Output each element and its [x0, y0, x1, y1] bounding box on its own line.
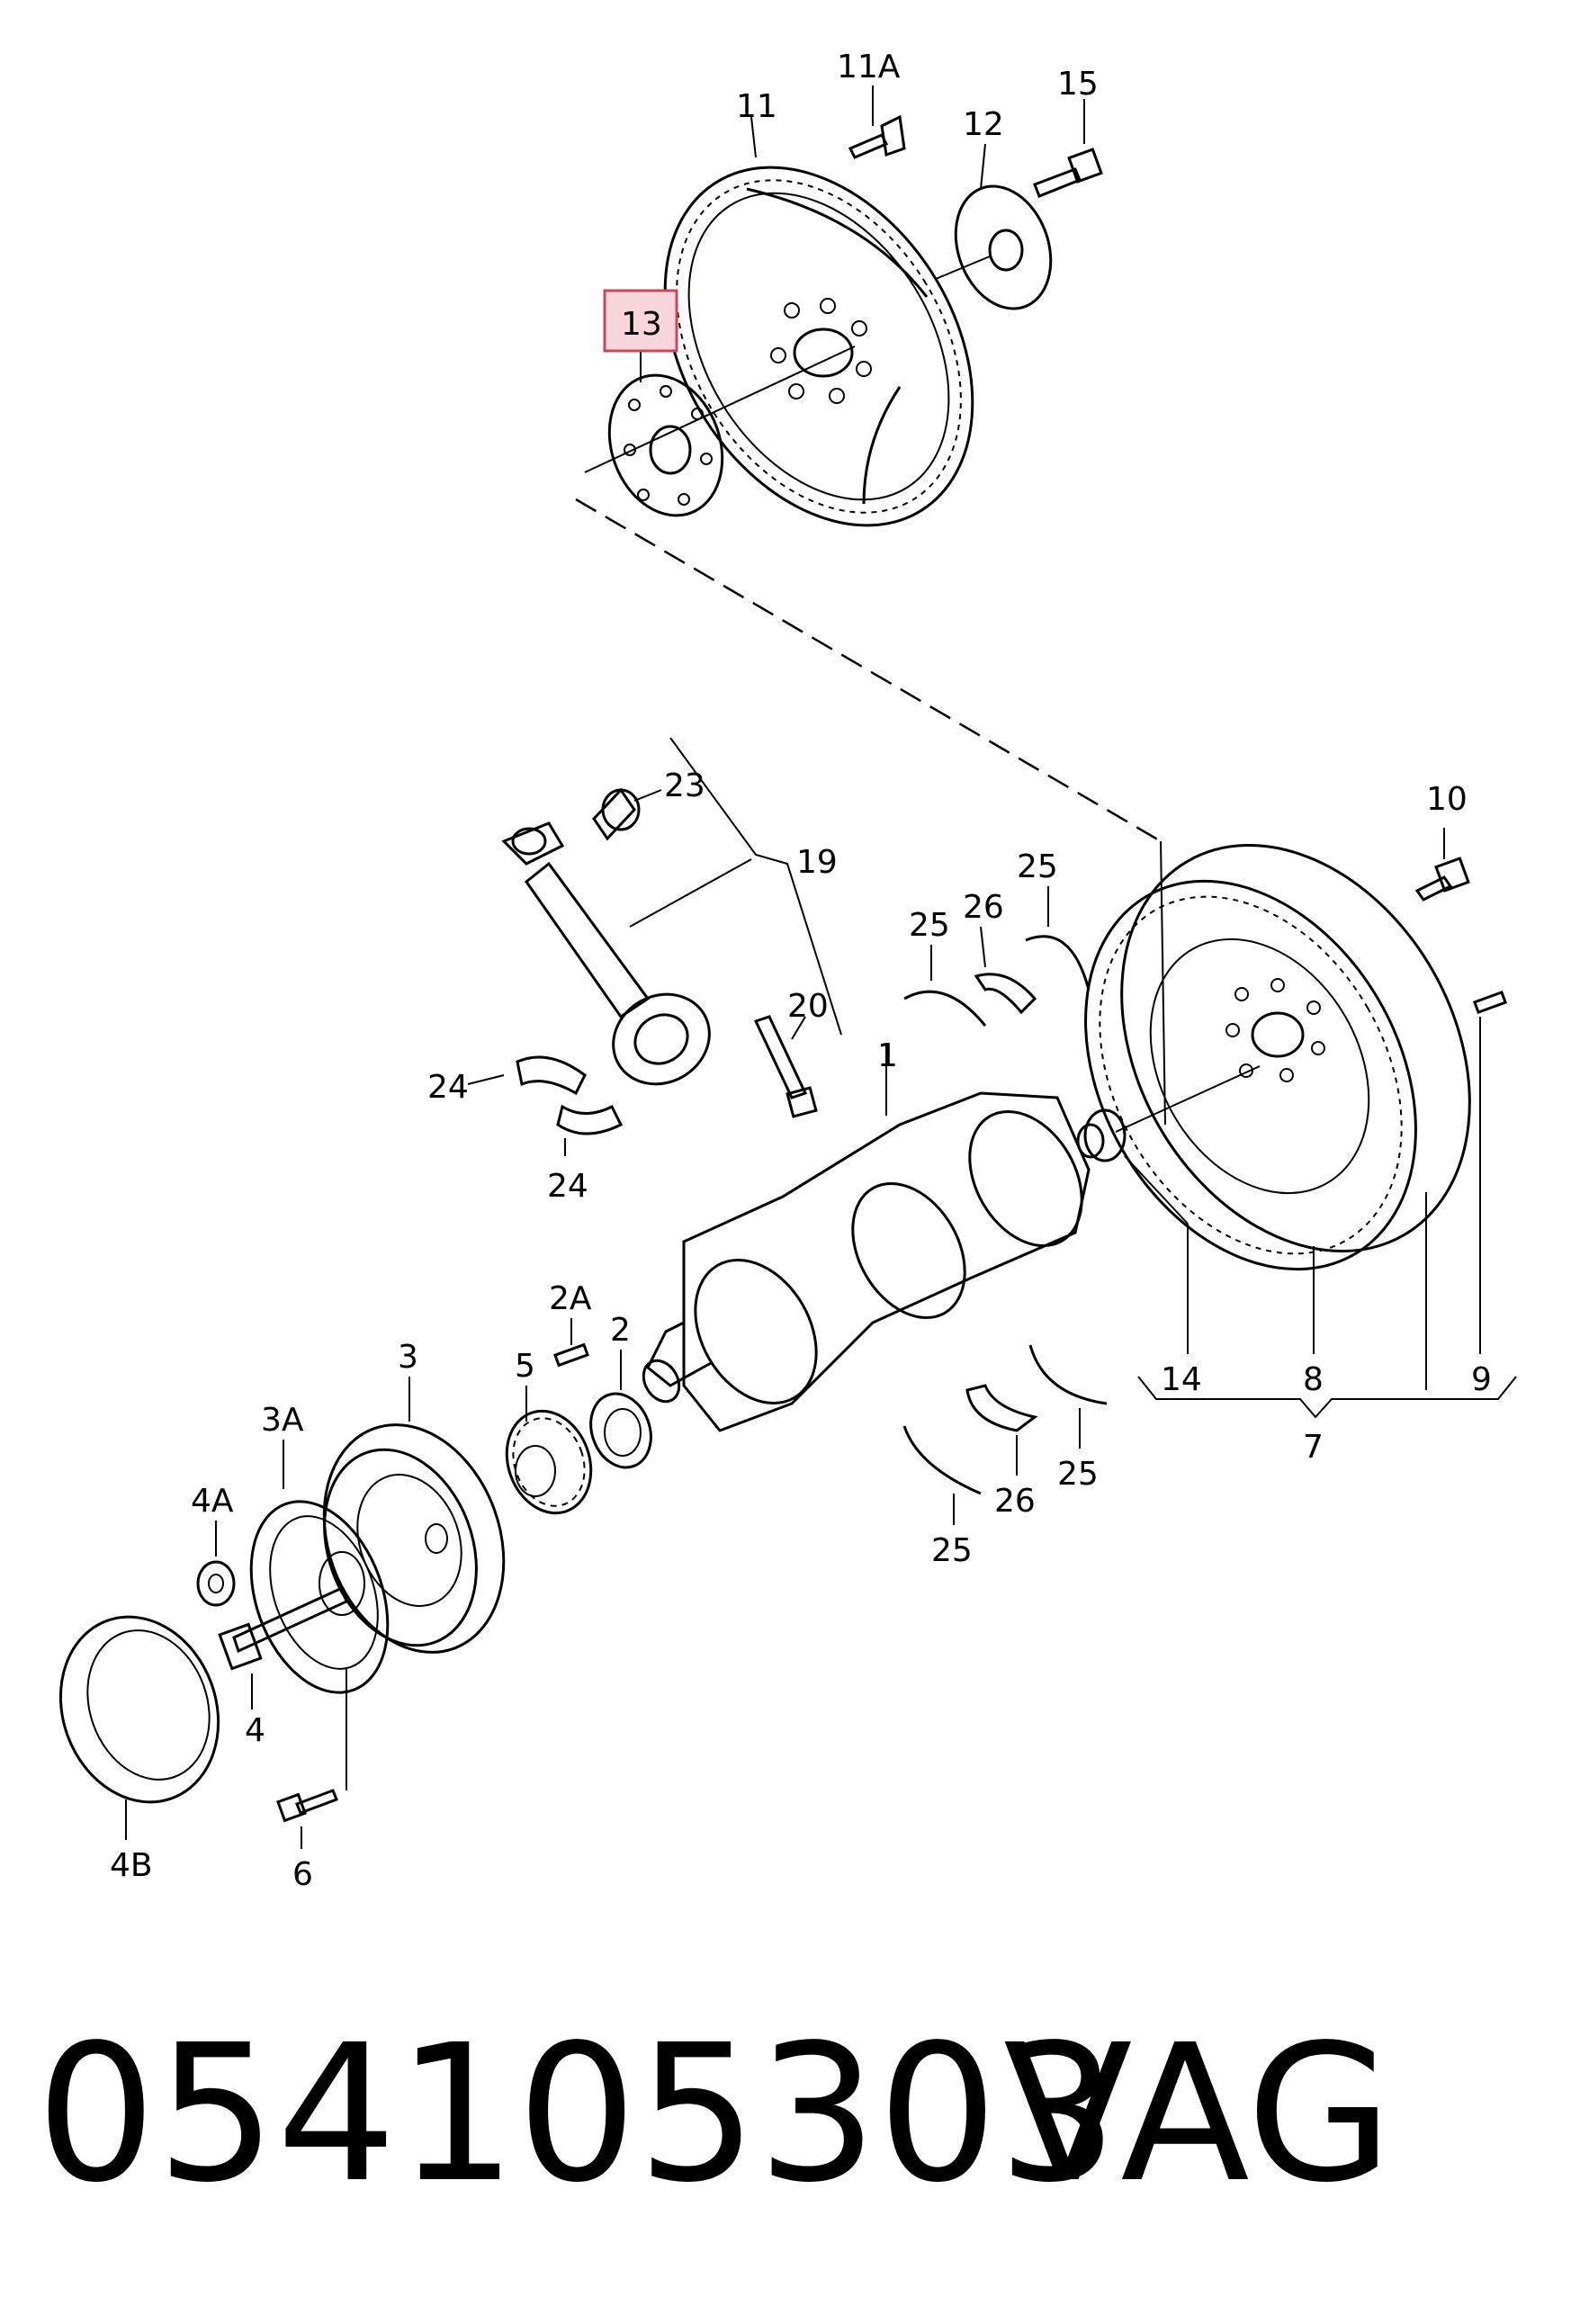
label-26-upper: 26: [963, 889, 1004, 926]
bearing-shell-24-lower: [556, 1104, 624, 1135]
label-19: 19: [796, 844, 838, 881]
label-4B: 4B: [110, 1847, 153, 1884]
bolt-11A: [848, 133, 889, 159]
label-11A: 11A: [837, 49, 901, 85]
label-11: 11: [736, 88, 777, 125]
label-23: 23: [664, 767, 705, 804]
ring-gear-teeth: [676, 179, 962, 514]
label-7: 7: [1303, 1429, 1324, 1466]
label-14: 14: [1161, 1361, 1202, 1398]
crankshaft-web-front: [694, 1259, 818, 1404]
label-9: 9: [1471, 1361, 1492, 1398]
highlight-box-13: [603, 289, 678, 353]
bushing-4A: [196, 1560, 236, 1607]
label-2A: 2A: [549, 1280, 592, 1317]
label-4A: 4A: [191, 1483, 234, 1520]
part-number: 054105303: [36, 2004, 1118, 2224]
thrust-washer-25-b: [1025, 935, 1091, 991]
conrod-bolt-20: [753, 1015, 808, 1099]
thrust-washer-25-c: [902, 1425, 982, 1495]
bolt-10: [1414, 875, 1453, 902]
bolt-6: [295, 1789, 338, 1815]
brand-name: VAG: [1003, 2004, 1393, 2224]
label-25-lower-right: 25: [1057, 1456, 1099, 1493]
needle-bearing-14: [1083, 1108, 1127, 1162]
thrust-washers-upper: [903, 886, 1091, 1027]
crankshaft-group: [642, 1044, 1091, 1432]
callout-labels: 11A 11 15 12 13 10 23 19 25 26 25 20 1 2…: [110, 49, 1492, 1893]
label-5: 5: [515, 1348, 535, 1385]
clamping-plate-12: [954, 184, 1053, 310]
conrod-shank: [524, 861, 651, 1019]
dowel-pin-9: [1472, 990, 1508, 1015]
label-1: 1: [877, 1037, 898, 1074]
crank-sprocket-5: [505, 1409, 593, 1515]
connecting-rod-group: [467, 737, 842, 1156]
label-20: 20: [787, 988, 829, 1025]
label-3A: 3A: [261, 1402, 304, 1439]
label-4: 4: [245, 1712, 265, 1749]
bolt-15: [1033, 167, 1082, 198]
drive-plate-outer: [663, 166, 974, 527]
pin-2A: [553, 1342, 589, 1368]
flywheel-outer: [1120, 843, 1471, 1253]
cover-cap-4B: [58, 1615, 220, 1804]
bearing-shell-24-upper: [516, 1055, 587, 1096]
label-25-upper-right: 25: [1017, 848, 1058, 885]
thrust-washers-lower: [902, 1344, 1108, 1525]
drive-plate-cutout-lower: [862, 386, 902, 505]
crankshaft-web-rear: [968, 1109, 1083, 1248]
crankshaft-body: [682, 1091, 1091, 1432]
label-25-lower-left: 25: [931, 1532, 973, 1569]
crankshaft-nose: [646, 1321, 712, 1387]
belt-pulley-3A: [249, 1500, 390, 1694]
label-26-lower: 26: [994, 1483, 1036, 1520]
drive-plate-cutout-upper: [746, 187, 929, 298]
label-3: 3: [398, 1339, 418, 1376]
flywheel-hub: [1251, 1011, 1305, 1058]
pulley-group: [58, 1318, 652, 1849]
label-8: 8: [1303, 1361, 1324, 1398]
flywheel-group: [1076, 828, 1517, 1419]
label-24-bottom: 24: [547, 1168, 588, 1205]
thrust-bearing-26-b: [965, 1384, 1038, 1432]
conrod-big-end: [612, 992, 711, 1086]
label-2: 2: [610, 1312, 631, 1349]
label-6: 6: [292, 1856, 313, 1893]
label-24-left: 24: [427, 1069, 469, 1106]
vibration-damper-3: [322, 1423, 506, 1654]
central-bolt-4: [232, 1585, 348, 1654]
label-12: 12: [963, 106, 1004, 143]
drive-plate-hub: [793, 328, 854, 378]
label-13: 13: [621, 306, 662, 343]
thrust-washer-25-a: [903, 990, 987, 1027]
label-25-upper-left: 25: [909, 907, 950, 944]
thrust-bearing-26-a: [974, 973, 1037, 1015]
drive-plate-inner: [687, 192, 950, 501]
spacer-washer-hole: [649, 425, 692, 475]
sensor-wheel-2: [589, 1392, 652, 1469]
thrust-washer-25-d: [1028, 1344, 1108, 1405]
crankshaft-web-mid: [851, 1181, 966, 1320]
label-10: 10: [1426, 781, 1468, 818]
label-15: 15: [1057, 66, 1099, 103]
